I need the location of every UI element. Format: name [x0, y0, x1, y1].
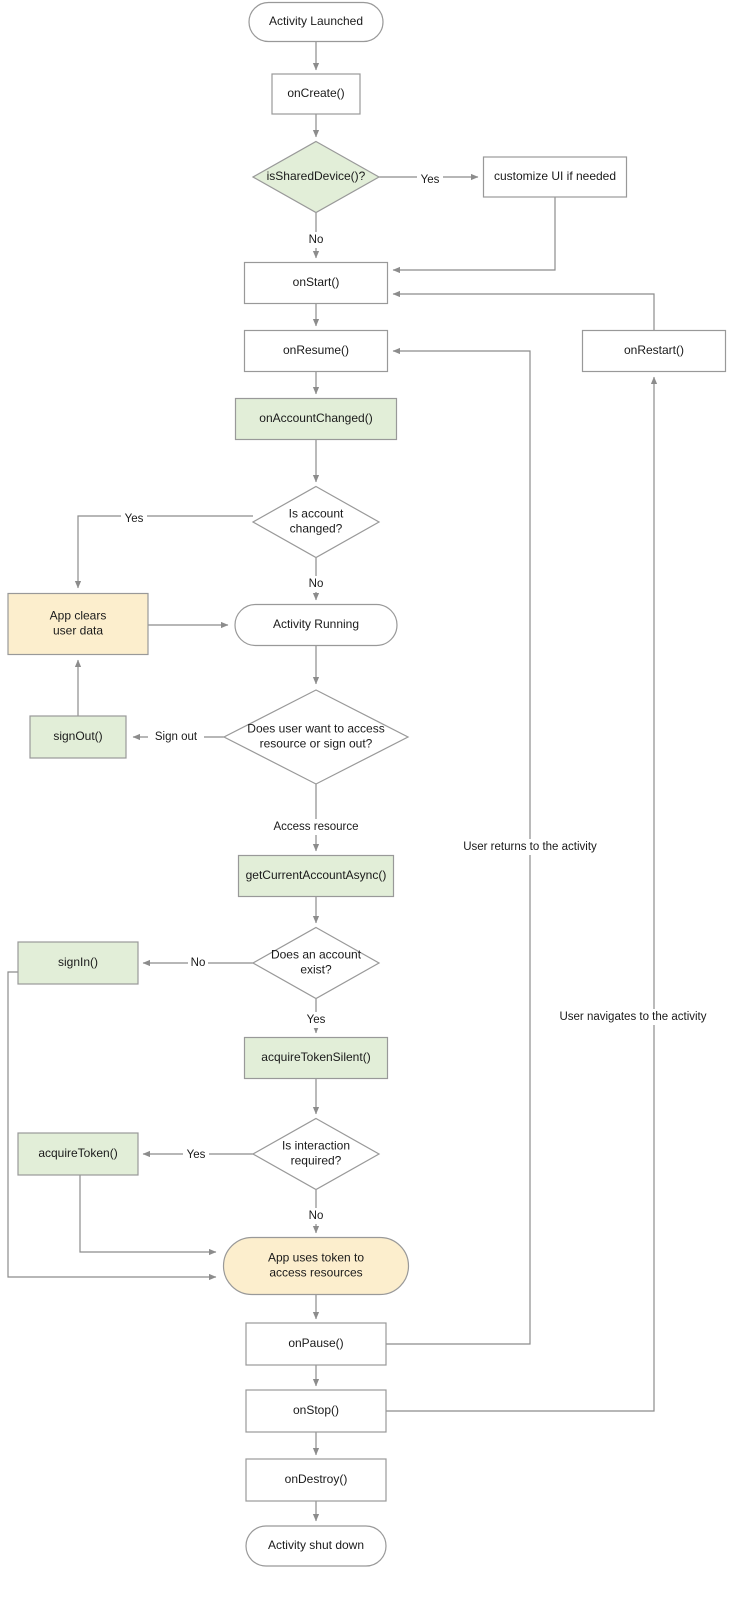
edge-label-yes-account-exist: Yes [303, 1012, 329, 1028]
node-activity-shut-down[interactable]: Activity shut down [245, 1525, 387, 1567]
edge-label-backdrop [306, 232, 326, 248]
node-on-resume[interactable]: onResume() [243, 329, 389, 373]
edge-label-no-account-changed: No [306, 576, 326, 592]
node-shape-activity-launched [248, 1, 384, 43]
node-shape-on-stop [245, 1389, 387, 1433]
node-shape-app-clears-user-data [7, 592, 149, 656]
node-shape-on-resume [243, 329, 389, 373]
edge-label-text-no-account-exist: No [191, 957, 206, 969]
edge-onstop-to-onrestart [386, 376, 658, 1412]
edge-onrestart-to-onstart [392, 290, 655, 331]
node-on-pause[interactable]: onPause() [245, 1322, 387, 1366]
edge-label-text-no-shared-device: No [309, 234, 324, 246]
node-shape-acquire-token-silent [243, 1036, 389, 1080]
node-shape-app-uses-token [222, 1236, 410, 1296]
edge-label-user-returns: User returns to the activity [442, 839, 618, 855]
node-is-shared-device[interactable]: isSharedDevice()? [251, 140, 381, 214]
edge-label-backdrop [303, 1012, 329, 1028]
node-shape-does-account-exist [251, 926, 381, 1000]
node-shape-is-shared-device [251, 140, 381, 214]
node-acquire-token[interactable]: acquireToken() [17, 1132, 139, 1176]
node-shape-sign-out [29, 715, 127, 759]
node-shape-on-create [271, 73, 361, 115]
node-on-stop[interactable]: onStop() [245, 1389, 387, 1433]
edge-label-yes-shared-device: Yes [417, 172, 443, 188]
node-sign-out[interactable]: signOut() [29, 715, 127, 759]
edge-label-backdrop [148, 729, 204, 745]
node-shape-is-interaction-required [251, 1117, 381, 1191]
edge-label-backdrop [183, 1147, 209, 1163]
edge-label-yes-interaction: Yes [183, 1147, 209, 1163]
edge-label-text-yes-shared-device: Yes [421, 174, 440, 186]
edge-label-backdrop [306, 1208, 326, 1224]
edge-signin-to-appusestoken [7, 971, 217, 1281]
node-shape-on-account-changed [234, 397, 398, 441]
node-activity-running[interactable]: Activity Running [234, 603, 398, 647]
node-on-start[interactable]: onStart() [243, 261, 389, 305]
edge-label-no-account-exist: No [188, 955, 208, 971]
node-activity-launched[interactable]: Activity Launched [248, 1, 384, 43]
edge-label-text-yes-interaction: Yes [187, 1149, 206, 1161]
node-on-account-changed[interactable]: onAccountChanged() [234, 397, 398, 441]
edge-label-text-yes-account-exist: Yes [307, 1014, 326, 1026]
edge-label-yes-account-changed: Yes [121, 511, 147, 527]
node-shape-activity-running [234, 603, 398, 647]
node-acquire-token-silent[interactable]: acquireTokenSilent() [243, 1036, 389, 1080]
node-shape-on-destroy [245, 1458, 387, 1502]
edge-label-sign-out-branch: Sign out [148, 729, 204, 745]
node-shape-on-restart [581, 329, 727, 373]
edge-label-text-user-navigates: User navigates to the activity [559, 1011, 706, 1023]
edge-label-user-navigates: User navigates to the activity [539, 1009, 727, 1025]
node-shape-activity-shut-down [245, 1525, 387, 1567]
node-shape-get-current-account-async [237, 854, 395, 898]
edge-label-backdrop [267, 819, 365, 835]
node-sign-in[interactable]: signIn() [17, 941, 139, 985]
edge-label-no-shared-device: No [306, 232, 326, 248]
node-get-current-account-async[interactable]: getCurrentAccountAsync() [237, 854, 395, 898]
node-on-create[interactable]: onCreate() [271, 73, 361, 115]
edge-label-text-no-account-changed: No [309, 578, 324, 590]
edge-label-backdrop [539, 1009, 727, 1025]
edge-isaccountchanged-yes-appclears [74, 515, 253, 589]
edge-customizeui-to-onstart [392, 197, 556, 274]
edge-label-backdrop [306, 576, 326, 592]
node-customize-ui[interactable]: customize UI if needed [482, 156, 628, 198]
node-shape-on-start [243, 261, 389, 305]
edge-label-backdrop [121, 511, 147, 527]
edge-label-text-yes-account-changed: Yes [125, 513, 144, 525]
edge-label-access-resource-branch: Access resource [267, 819, 365, 835]
edge-label-text-no-interaction: No [309, 1210, 324, 1222]
edge-label-text-user-returns: User returns to the activity [463, 841, 597, 853]
edge-label-backdrop [188, 955, 208, 971]
nodes: Activity Launched onCreate() isSharedDevic… [7, 1, 727, 1567]
node-shape-customize-ui [482, 156, 628, 198]
edge-label-text-sign-out-branch: Sign out [155, 731, 198, 743]
node-shape-sign-in [17, 941, 139, 985]
node-on-restart[interactable]: onRestart() [581, 329, 727, 373]
node-on-destroy[interactable]: onDestroy() [245, 1458, 387, 1502]
edge-acquiretoken-to-appusestoken [79, 1175, 217, 1256]
edge-label-text-access-resource-branch: Access resource [273, 821, 358, 833]
edge-label-backdrop [442, 839, 618, 855]
node-shape-is-account-changed [251, 485, 381, 559]
edge-label-no-interaction: No [306, 1208, 326, 1224]
node-shape-does-user-want [222, 689, 410, 785]
node-shape-on-pause [245, 1322, 387, 1366]
node-shape-acquire-token [17, 1132, 139, 1176]
edge-label-backdrop [417, 172, 443, 188]
